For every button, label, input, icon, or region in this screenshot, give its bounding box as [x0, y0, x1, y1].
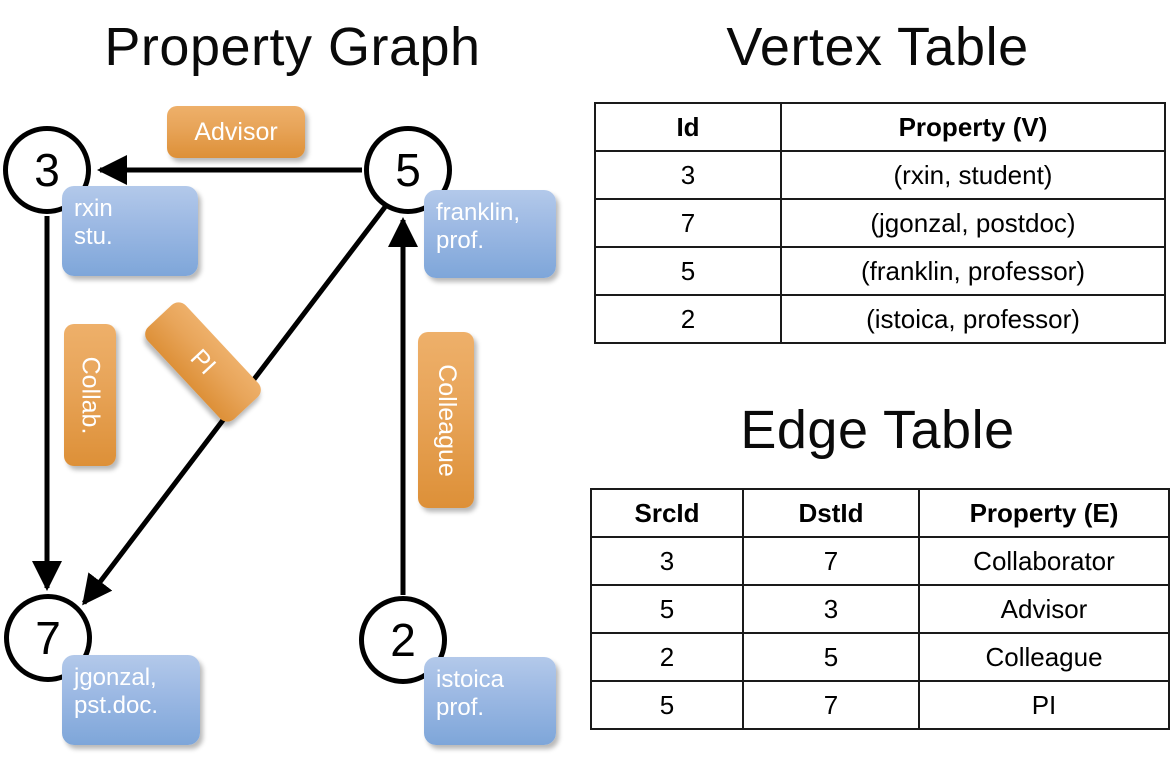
vertex-property-jgonzal-line2: pst.doc. [74, 692, 159, 720]
vertex-table-header-property: Property (V) [780, 102, 1166, 152]
edge-cell-property: Collaborator [918, 536, 1170, 586]
edge-label-advisor-text: Advisor [194, 117, 278, 146]
edge-label-advisor: Advisor [167, 106, 305, 158]
graph-node-5[interactable]: 5 [364, 126, 452, 214]
edge-cell-dstid: 7 [742, 536, 920, 586]
vertex-cell-id: 2 [594, 294, 782, 344]
vertex-table-panel: Vertex Table [585, 0, 1170, 380]
vertex-property-istoica-line2: prof. [436, 694, 485, 722]
vertex-property-jgonzal-line1: jgonzal, [74, 664, 157, 691]
table-row[interactable]: 5 (franklin, professor) [594, 246, 1166, 296]
edge-cell-srcid: 3 [590, 536, 744, 586]
edge-cell-property: PI [918, 680, 1170, 730]
edge-table-header-row: SrcId DstId Property (E) [590, 488, 1170, 538]
edge-cell-property: Colleague [918, 632, 1170, 682]
vertex-cell-id: 3 [594, 150, 782, 200]
edge-table-header-property: Property (E) [918, 488, 1170, 538]
vertex-property-box-istoica: istoica prof. [424, 657, 556, 745]
edge-table-header-srcid: SrcId [590, 488, 744, 538]
page-title-edge-table: Edge Table [740, 400, 1015, 460]
edge-label-colleague-text: Colleague [432, 363, 461, 477]
vertex-cell-property: (rxin, student) [780, 150, 1166, 200]
vertex-property-box-franklin: franklin, prof. [424, 190, 556, 278]
property-graph-panel: Property Graph 3 5 7 2 rxin stu. [3, 17, 556, 745]
vertex-property-rxin-line1: rxin [74, 195, 113, 222]
vertex-property-rxin-line2: stu. [74, 223, 113, 251]
edge-cell-srcid: 5 [590, 680, 744, 730]
vertex-property-box-rxin: rxin stu. [62, 186, 198, 276]
table-row[interactable]: 2 (istoica, professor) [594, 294, 1166, 344]
table-row[interactable]: 5 3 Advisor [590, 584, 1170, 634]
vertex-cell-property: (istoica, professor) [780, 294, 1166, 344]
edge-cell-srcid: 5 [590, 584, 744, 634]
edge-table-header-dstid: DstId [742, 488, 920, 538]
edge-cell-srcid: 2 [590, 632, 744, 682]
edge-label-colleague: Colleague [418, 332, 474, 508]
vertex-table: Id Property (V) 3 (rxin, student) 7 (jgo… [594, 102, 1166, 344]
edge-cell-dstid: 5 [742, 632, 920, 682]
edge-table: SrcId DstId Property (E) 3 7 Collaborato… [590, 488, 1170, 730]
edge-cell-dstid: 7 [742, 680, 920, 730]
graph-node-2[interactable]: 2 [359, 596, 447, 684]
page-title-property-graph: Property Graph [104, 17, 481, 77]
table-row[interactable]: 7 (jgonzal, postdoc) [594, 198, 1166, 248]
vertex-cell-property: (franklin, professor) [780, 246, 1166, 296]
edge-cell-dstid: 3 [742, 584, 920, 634]
edge-table-panel: Edge Table [585, 385, 1170, 760]
edge-label-pi-text: PI [185, 343, 222, 380]
vertex-property-box-jgonzal: jgonzal, pst.doc. [62, 655, 200, 745]
vertex-cell-id: 7 [594, 198, 782, 248]
table-row[interactable]: 3 (rxin, student) [594, 150, 1166, 200]
table-row[interactable]: 5 7 PI [590, 680, 1170, 730]
vertex-cell-property: (jgonzal, postdoc) [780, 198, 1166, 248]
vertex-property-franklin-line2: prof. [436, 227, 485, 255]
table-row[interactable]: 2 5 Colleague [590, 632, 1170, 682]
edge-label-collab: Collab. [64, 324, 116, 466]
vertex-cell-id: 5 [594, 246, 782, 296]
vertex-property-istoica-line1: istoica [436, 666, 505, 693]
vertex-table-header-id: Id [594, 102, 782, 152]
table-row[interactable]: 3 7 Collaborator [590, 536, 1170, 586]
vertex-property-franklin-line1: franklin, [436, 199, 521, 226]
page-title-vertex-table: Vertex Table [726, 17, 1029, 77]
edge-cell-property: Advisor [918, 584, 1170, 634]
edge-label-collab-text: Collab. [76, 356, 105, 434]
vertex-table-header-row: Id Property (V) [594, 102, 1166, 152]
